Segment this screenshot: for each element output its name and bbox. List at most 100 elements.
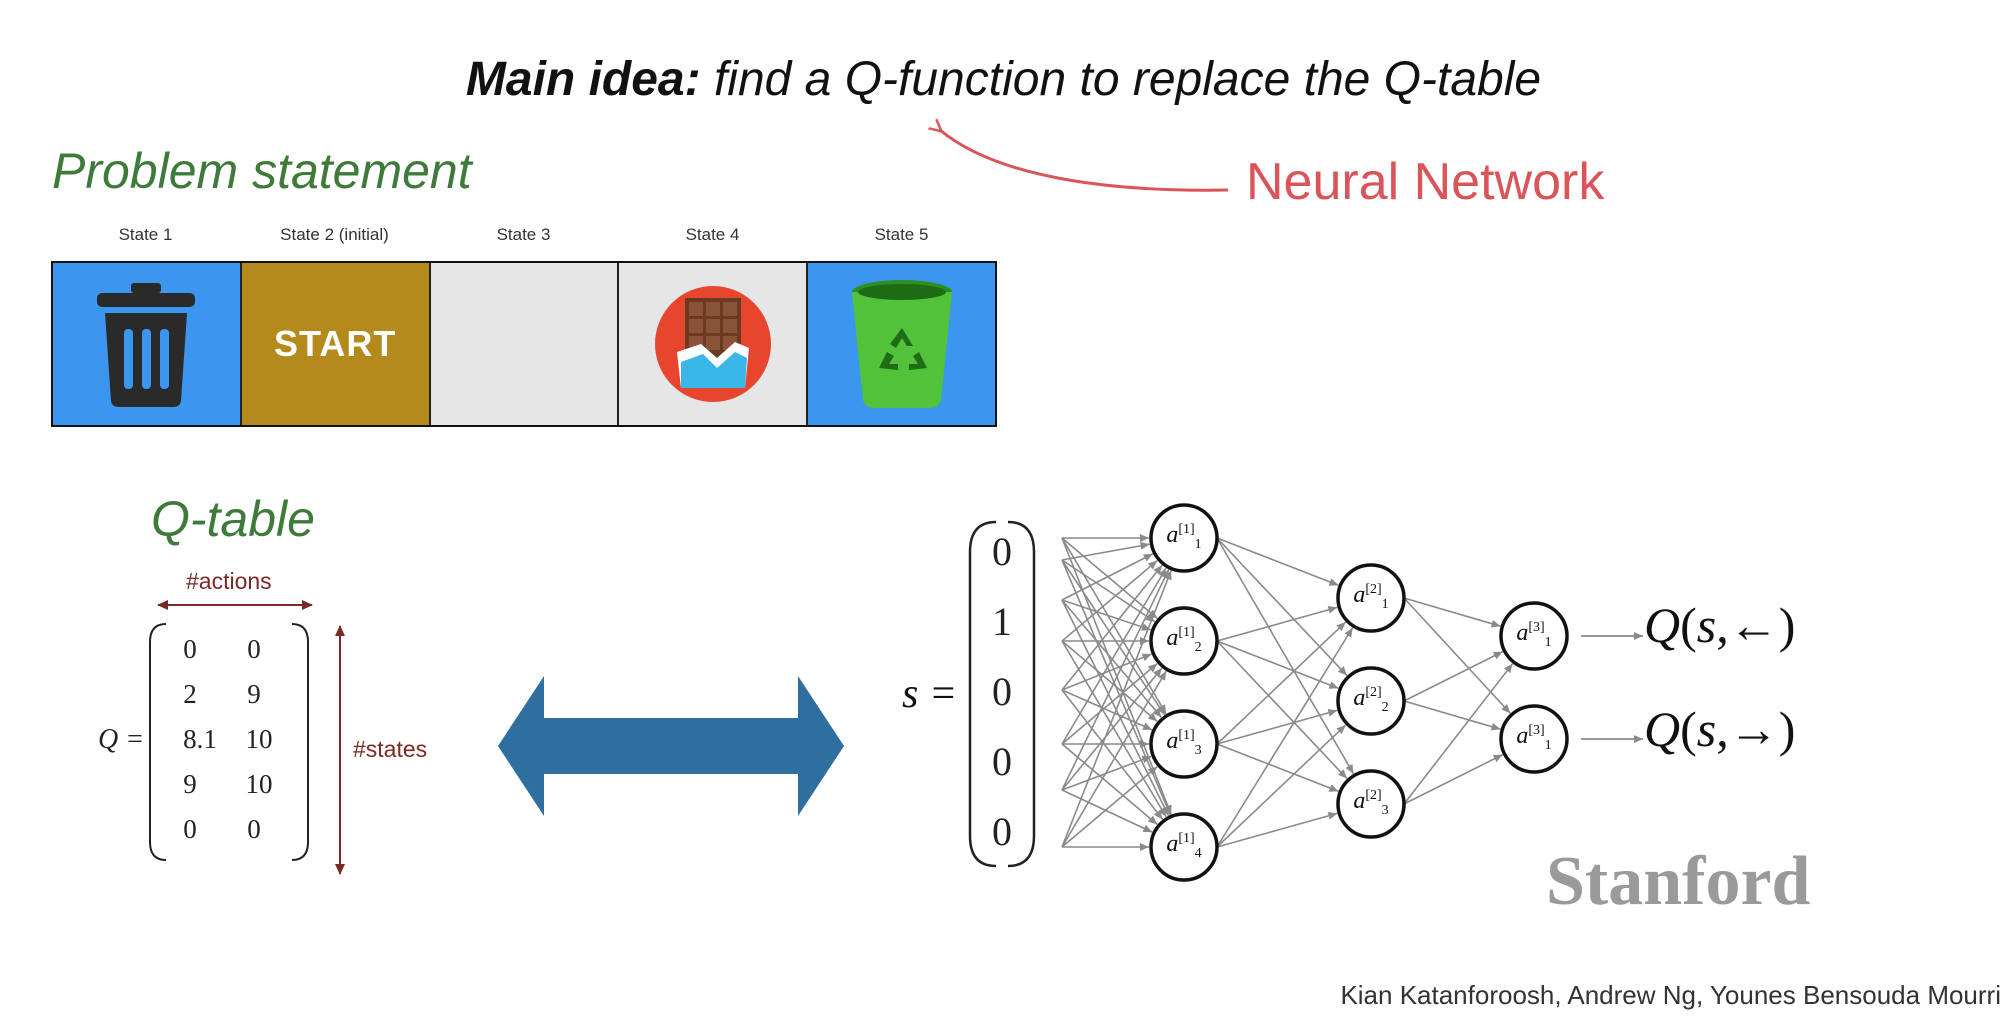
input-connection xyxy=(1061,553,1154,601)
input-connection xyxy=(1061,667,1163,791)
neuron-label: a[2]3 xyxy=(1353,788,1389,818)
hidden-connection xyxy=(1216,627,1354,848)
hidden-connection xyxy=(1216,537,1355,775)
neuron-label: a[1]3 xyxy=(1166,728,1202,758)
hidden-connection xyxy=(1216,605,1338,642)
neuron-layer-3 xyxy=(1499,704,1569,774)
input-connection xyxy=(1061,599,1152,631)
state-label-4: State 4 xyxy=(685,225,740,244)
hidden-connection xyxy=(1403,597,1511,714)
input-vector-value: 0 xyxy=(992,809,1012,854)
neuron-label: a[3]1 xyxy=(1516,620,1552,650)
hidden-connection xyxy=(1216,743,1339,793)
input-connection xyxy=(1061,541,1150,561)
qtable-cell: 10 xyxy=(245,724,273,754)
qtable-cell: 2 xyxy=(183,679,197,709)
qtable-cell: 0 xyxy=(183,634,197,664)
hidden-connection xyxy=(1216,621,1347,745)
qtable-cell: 8.1 xyxy=(183,724,217,754)
state-cell-5 xyxy=(808,263,995,425)
recycle-bin-icon xyxy=(851,280,952,408)
state-cell-3 xyxy=(430,263,620,425)
trash-can-icon xyxy=(97,283,196,407)
input-connection xyxy=(1061,670,1167,848)
qtable-cell: 10 xyxy=(245,769,273,799)
input-connection xyxy=(1061,689,1164,820)
input-connection xyxy=(1061,559,1158,642)
state-label-5: State 5 xyxy=(874,225,929,244)
neuron-label: a[1]4 xyxy=(1166,831,1202,861)
hidden-connection xyxy=(1403,700,1501,731)
state-cell-1 xyxy=(53,263,242,425)
states-label: #states xyxy=(353,736,428,762)
start-label: START xyxy=(274,323,397,364)
state-cell-4 xyxy=(619,263,809,425)
hidden-connection xyxy=(1216,708,1338,745)
states-row: START xyxy=(51,261,997,427)
input-vector-value: 0 xyxy=(992,669,1012,714)
neural-network-label: Neural Network xyxy=(1246,153,1605,211)
hidden-connection xyxy=(1403,753,1504,805)
input-connection xyxy=(1061,559,1166,716)
neuron-label: a[1]1 xyxy=(1166,522,1202,552)
chocolate-bar-icon xyxy=(654,286,771,402)
hidden-connection xyxy=(1216,640,1348,780)
state-label-1: State 1 xyxy=(118,225,173,244)
input-connection xyxy=(1061,599,1170,816)
q-matrix-label: Q = xyxy=(98,724,145,755)
neuron-layer-1 xyxy=(1149,709,1219,779)
hidden-connection xyxy=(1403,663,1514,805)
qtable-heading: Q-table xyxy=(151,491,315,547)
state-cell-2: START xyxy=(241,263,431,425)
input-vector-label: s = xyxy=(902,671,958,717)
input-vector-value: 0 xyxy=(992,529,1012,574)
input-connection xyxy=(1061,537,1158,620)
hidden-connection xyxy=(1403,650,1504,702)
state-label-2: State 2 (initial) xyxy=(280,225,389,244)
equivalence-double-arrow xyxy=(498,676,844,816)
hidden-connection xyxy=(1216,811,1338,848)
neuron-layer-1 xyxy=(1149,606,1219,676)
problem-statement-heading: Problem statement xyxy=(52,143,472,199)
neuron-label: a[3]1 xyxy=(1516,723,1552,753)
input-vector-value: 0 xyxy=(992,739,1012,784)
slide-title: Main idea: find a Q-function to replace … xyxy=(0,52,2007,107)
qtable-cell: 0 xyxy=(183,814,197,844)
input-connection xyxy=(1061,640,1167,818)
input-connection xyxy=(1061,564,1163,691)
qtable-cell: 9 xyxy=(183,769,197,799)
neuron-label: a[2]2 xyxy=(1353,685,1389,715)
input-connection xyxy=(1061,689,1153,731)
title-bold: Main idea: xyxy=(465,53,701,106)
qtable-cell: 9 xyxy=(247,679,261,709)
input-connection xyxy=(1061,662,1158,745)
input-connection xyxy=(1061,570,1172,848)
hidden-connection xyxy=(1216,537,1339,587)
hidden-connection xyxy=(1216,724,1347,848)
neuron-layer-1 xyxy=(1149,503,1219,573)
input-connection xyxy=(1061,567,1167,745)
input-connection xyxy=(1061,559,1156,623)
hidden-connection xyxy=(1216,537,1348,677)
neuron-layer-2 xyxy=(1336,563,1406,633)
hidden-connection xyxy=(1216,640,1339,690)
qtable-cell: 0 xyxy=(247,814,261,844)
title-rest: find a Q-function to replace the Q-table xyxy=(700,53,1542,106)
input-connection xyxy=(1061,765,1158,848)
author-credits: Kian Katanforoosh, Andrew Ng, Younes Ben… xyxy=(1340,980,2001,1010)
output-q-right: Q(s,→) xyxy=(1644,701,1796,757)
input-vector-value: 1 xyxy=(992,599,1012,644)
stanford-logo: Stanford xyxy=(1546,843,1811,920)
state-label-3: State 3 xyxy=(496,225,551,244)
neuron-layer-3 xyxy=(1499,601,1569,671)
input-connection xyxy=(1061,569,1170,791)
input-connection xyxy=(1061,640,1158,723)
hidden-connection xyxy=(1403,597,1501,628)
neuron-label: a[2]1 xyxy=(1353,582,1389,612)
neuron-layer-2 xyxy=(1336,666,1406,736)
neuron-layer-2 xyxy=(1336,769,1406,839)
output-q-left: Q(s,←) xyxy=(1644,597,1796,653)
